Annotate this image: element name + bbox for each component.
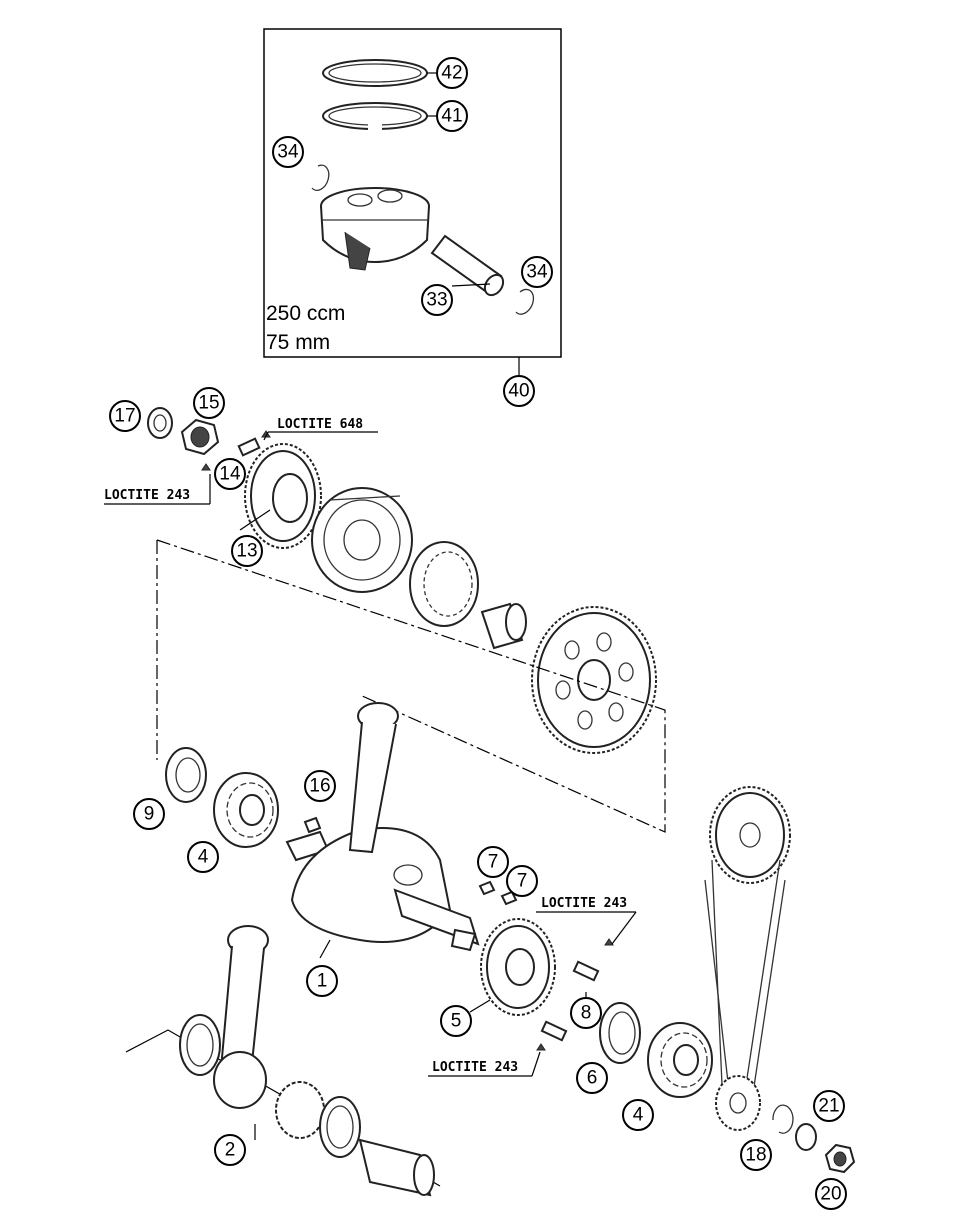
connecting-rod-kit [125,925,441,1197]
svg-text:41: 41 [441,106,462,127]
svg-text:LOCTITE 243: LOCTITE 243 [104,488,190,503]
crankshaft [285,827,480,952]
svg-text:14: 14 [219,464,241,485]
piston-kit-box: 250 ccm 75 mm [263,28,562,376]
screw-8-upper [572,960,600,982]
woodruff-key-7a [478,880,496,896]
loctite-dab-lower [536,1043,546,1051]
main-bearing-right [647,1022,713,1098]
svg-text:4: 4 [198,847,209,868]
callout-2: 2 [214,1134,246,1166]
svg-text:42: 42 [441,63,462,84]
note-loctite-243-lower: LOCTITE 243 [428,1051,541,1077]
svg-text:LOCTITE 243: LOCTITE 243 [541,896,627,911]
callout-41: 41 [436,100,468,132]
svg-text:8: 8 [581,1003,592,1024]
callout-14: 14 [214,458,246,490]
circlip-18 [772,1104,794,1134]
callout-16: 16 [304,770,336,802]
svg-text:LOCTITE 243: LOCTITE 243 [432,1060,518,1075]
note-loctite-243-upper-right: LOCTITE 243 [536,896,637,945]
woodruff-key-7b [500,890,518,906]
nut-15 [180,418,220,456]
callout-7-right: 7 [506,865,538,897]
nut-20 [824,1143,856,1174]
piston-pin-circlip-right [515,288,535,315]
loctite-dab-upper [604,938,614,946]
callout-6: 6 [576,1062,608,1094]
callout-8: 8 [570,997,602,1029]
svg-text:40: 40 [508,381,529,402]
needle-bearing [480,602,527,650]
svg-text:13: 13 [236,541,257,562]
svg-text:16: 16 [309,776,330,797]
callout-34-right: 34 [521,256,553,288]
svg-text:2: 2 [225,1140,236,1161]
svg-text:6: 6 [587,1068,598,1089]
svg-text:7: 7 [517,871,528,892]
svg-text:20: 20 [820,1184,841,1205]
svg-text:4: 4 [633,1105,644,1126]
callout-15: 15 [193,387,225,419]
callout-17: 17 [109,400,141,432]
callout-18: 18 [740,1139,772,1171]
callout-42: 42 [436,57,468,89]
shaft-seal-17 [147,407,173,439]
note-loctite-243-left: LOCTITE 243 [104,474,211,505]
connecting-rod-assembled [348,702,399,854]
callout-7-left: 7 [477,846,509,878]
callout-20: 20 [815,1178,847,1210]
svg-text:34: 34 [277,142,299,163]
callout-leaders [239,72,587,1013]
svg-text:1: 1 [317,971,328,992]
washer-21 [795,1123,817,1151]
svg-text:18: 18 [745,1145,766,1166]
callout-1: 1 [306,965,338,997]
woodruff-key-16 [303,816,322,834]
callout-9: 9 [133,798,165,830]
svg-text:5: 5 [451,1011,462,1032]
piston-ring-upper [322,59,428,87]
piston-pin [430,234,505,297]
svg-text:17: 17 [114,406,135,427]
callout-4-left: 4 [187,841,219,873]
shim-6 [599,1002,641,1064]
flywheel [311,487,413,593]
svg-text:15: 15 [198,393,219,414]
svg-text:9: 9 [144,804,155,825]
svg-text:33: 33 [426,290,447,311]
svg-text:21: 21 [818,1096,839,1117]
piston [320,187,430,271]
callout-40: 40 [503,375,535,407]
callout-4-right: 4 [622,1099,654,1131]
displacement-label: 250 ccm [266,302,345,325]
callout-21: 21 [813,1090,845,1122]
starter-gear [531,606,657,754]
svg-text:34: 34 [526,262,548,283]
piston-pin-circlip-left [311,164,330,191]
main-bearing-left [213,772,279,848]
freewheel [409,541,479,627]
svg-text:7: 7 [488,852,499,873]
callout-34-left: 34 [272,136,304,168]
piston-ring-lower [322,102,428,132]
assembly-axis-lines [156,539,666,833]
bore-label: 75 mm [266,331,330,354]
screw-8-lower [540,1020,568,1042]
timing-chain-drive [704,786,791,1131]
primary-gear-5 [480,918,556,1016]
callout-33: 33 [421,284,453,316]
crankshaft-seal-9 [165,747,207,803]
svg-text:LOCTITE 648: LOCTITE 648 [277,417,363,432]
callout-5: 5 [440,1005,472,1037]
callout-13: 13 [231,535,263,567]
balancer-gear-13 [244,443,322,549]
loctite-dab-left [201,463,211,471]
screw-14 [237,437,261,457]
note-loctite-648: LOCTITE 648 [263,417,378,441]
